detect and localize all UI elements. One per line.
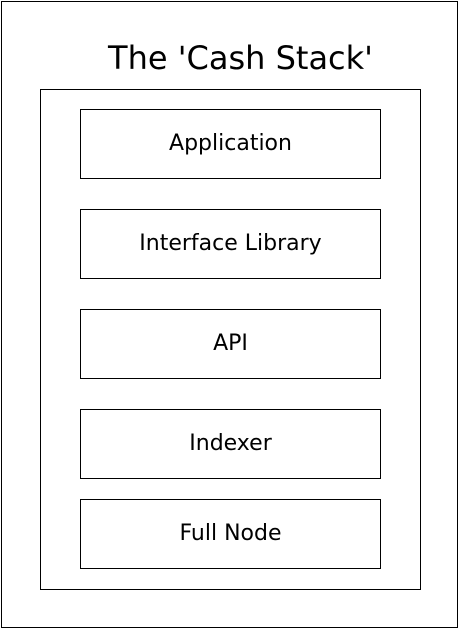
layer-label: Indexer <box>189 431 272 456</box>
diagram-title: The 'Cash Stack' <box>108 39 373 77</box>
layer-label: API <box>213 331 248 356</box>
layer-api: API <box>80 309 381 379</box>
layer-label: Interface Library <box>139 231 322 256</box>
layer-full-node: Full Node <box>80 499 381 569</box>
layer-indexer: Indexer <box>80 409 381 479</box>
layer-interface-library: Interface Library <box>80 209 381 279</box>
stack-container <box>40 89 421 590</box>
layer-application: Application <box>80 109 381 179</box>
layer-label: Application <box>169 131 292 156</box>
layer-label: Full Node <box>179 521 282 546</box>
